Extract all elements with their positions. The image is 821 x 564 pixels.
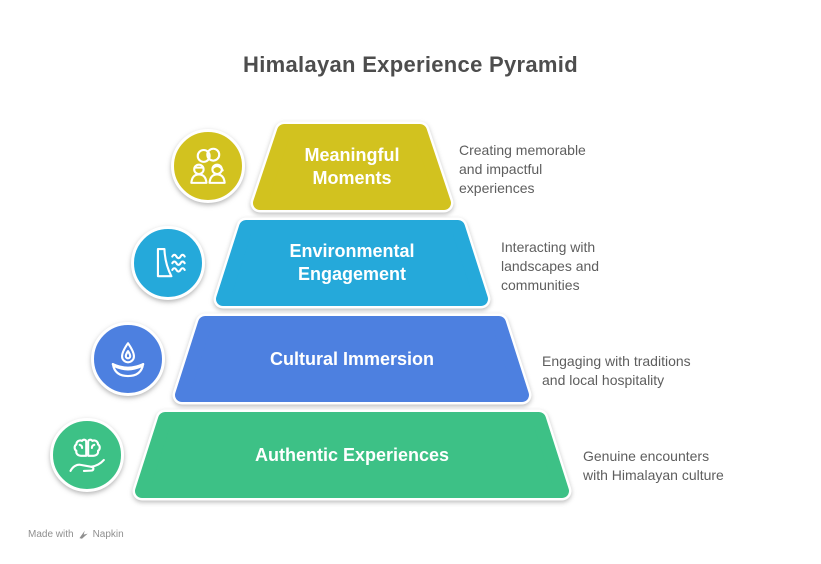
pyramid-level-4-label: Authentic Experiences <box>254 444 450 465</box>
dam-water-icon <box>156 248 186 278</box>
credit-prefix: Made with <box>28 529 74 540</box>
pyramid-level-3-description: Engaging with traditions and local hospi… <box>542 353 691 388</box>
pyramid-level-1-description: Creating memorable and impactful experie… <box>459 142 586 196</box>
pyramid-level-3-label: Cultural Immersion <box>269 348 435 369</box>
credit-brand: Napkin <box>92 529 124 540</box>
napkin-credit-link[interactable]: Made with Napkin <box>28 529 124 540</box>
cultural-immersion-icon-badge <box>91 322 165 396</box>
pyramid-level-2-label: Environmental Engagement <box>289 241 415 284</box>
brain-hand-icon <box>69 438 105 472</box>
environmental-engagement-icon-badge <box>131 226 205 300</box>
authentic-experiences-icon-badge <box>50 418 124 492</box>
pyramid-trapezoid-2 <box>213 217 491 309</box>
couple-rings-icon <box>190 147 226 184</box>
diya-lamp-icon <box>111 342 145 378</box>
pyramid-level-4-description: Genuine encounters with Himalayan cultur… <box>583 448 724 483</box>
napkin-logo-icon <box>79 530 88 539</box>
pyramid-level-2-description: Interacting with landscapes and communit… <box>501 239 600 293</box>
pyramid-level-1-label: Meaningful Moments <box>304 145 400 188</box>
pyramid-trapezoid-4 <box>132 409 572 501</box>
pyramid-trapezoid-3 <box>172 313 532 405</box>
diagram-title: Himalayan Experience Pyramid <box>243 52 578 77</box>
pyramid-trapezoid-1 <box>250 121 454 213</box>
meaningful-moments-icon-badge <box>171 129 245 203</box>
